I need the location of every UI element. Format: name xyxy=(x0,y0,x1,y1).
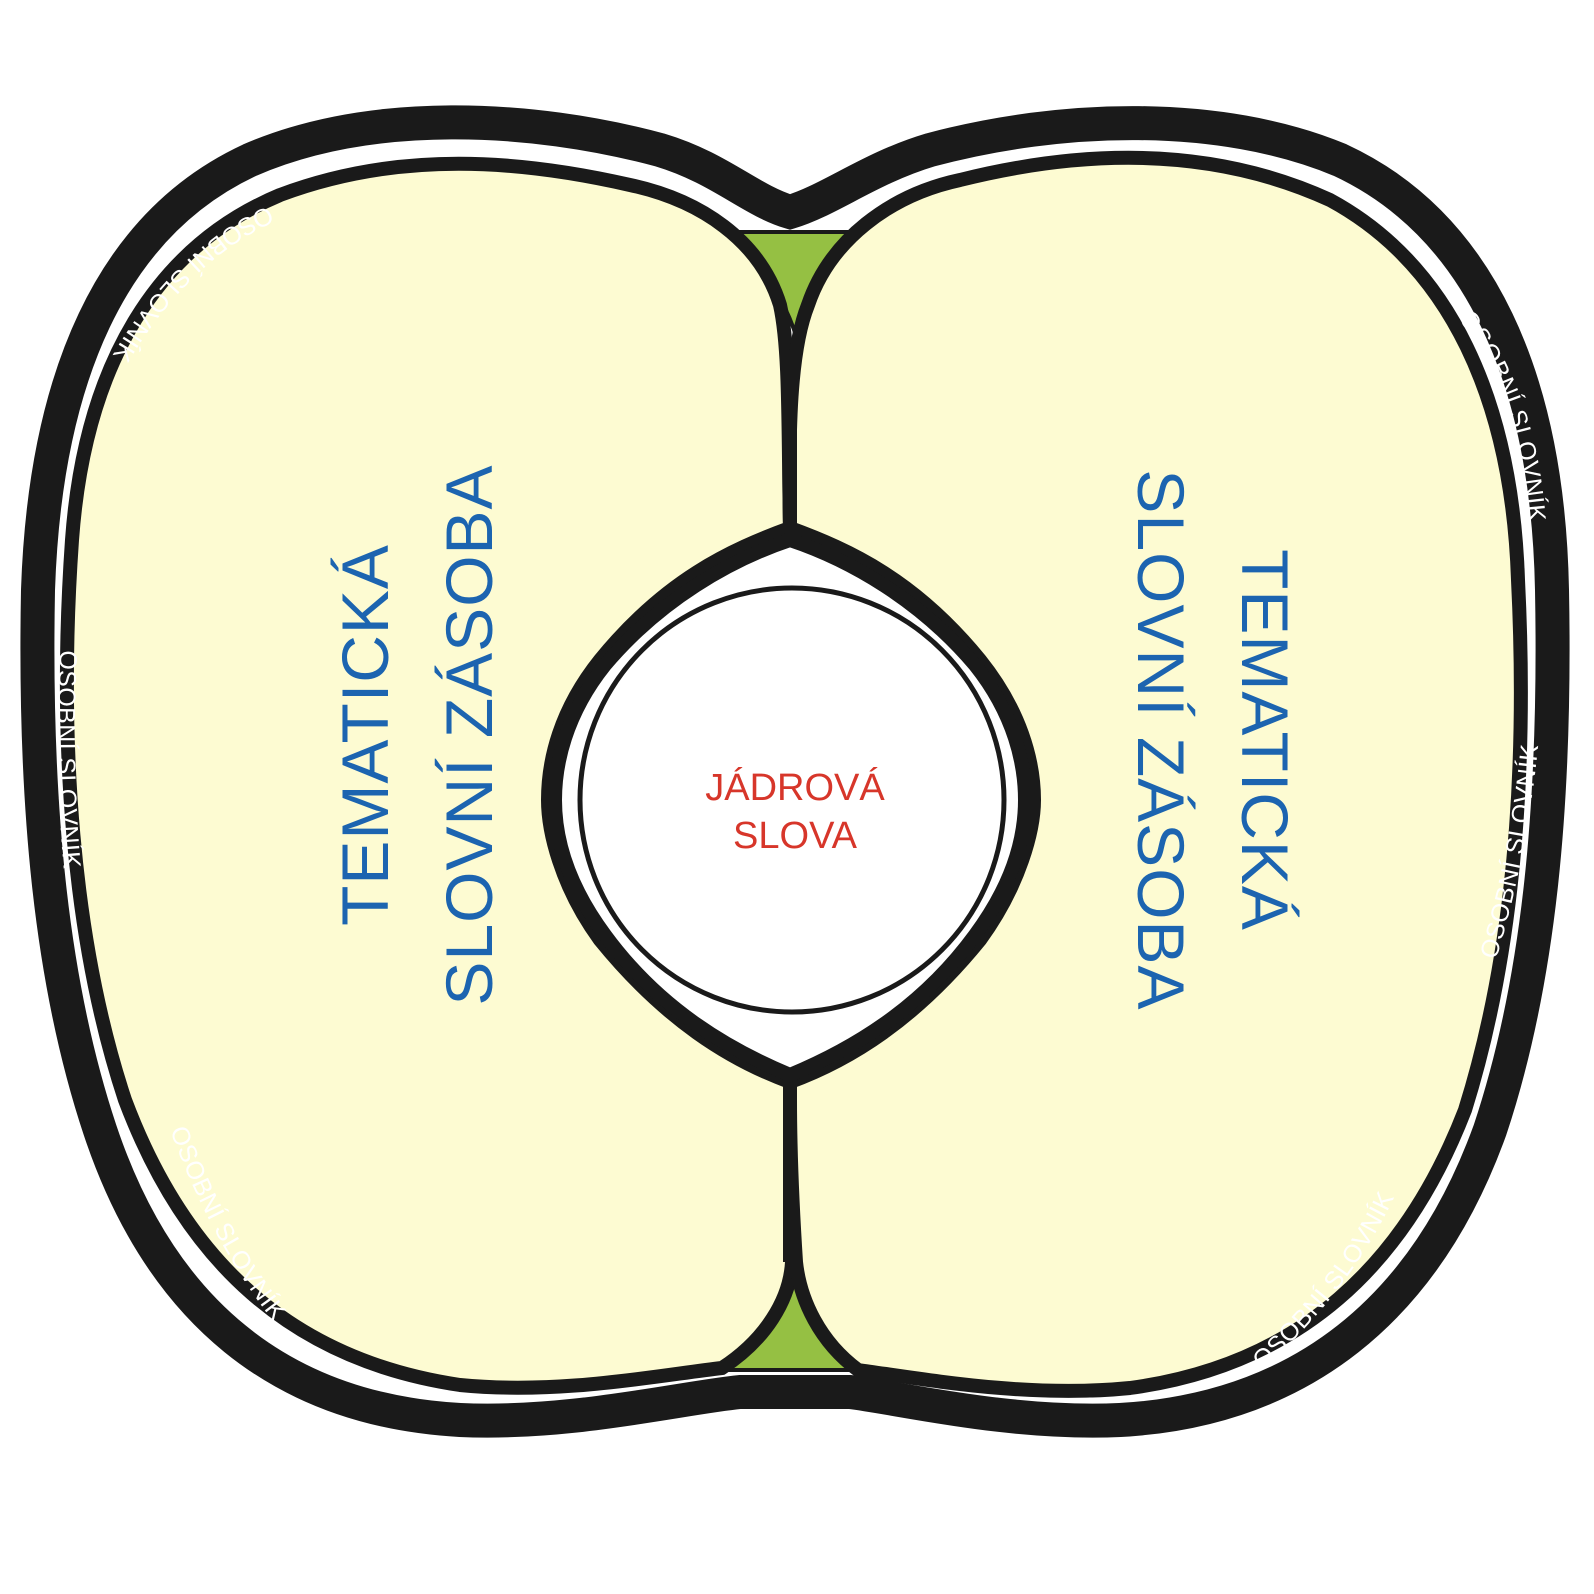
core-label-line1: JÁDROVÁ xyxy=(705,766,885,809)
left-thematic-line2: SLOVNÍ ZÁSOBA xyxy=(432,464,506,1005)
right-thematic-line1: TEMATICKÁ xyxy=(1228,549,1302,931)
core-label-line2: SLOVA xyxy=(733,815,858,857)
rim-label-mid-left: OSOBNÍ SLOVNÍK xyxy=(52,650,86,870)
right-thematic-label: TEMATICKÁ SLOVNÍ ZÁSOBA xyxy=(1124,469,1302,1010)
core-circle xyxy=(577,585,1007,1015)
left-thematic-line1: TEMATICKÁ xyxy=(328,544,402,926)
left-thematic-label: TEMATICKÁ SLOVNÍ ZÁSOBA xyxy=(328,464,506,1005)
right-thematic-line2: SLOVNÍ ZÁSOBA xyxy=(1124,469,1198,1010)
apple-outer-outline xyxy=(20,105,1570,1438)
